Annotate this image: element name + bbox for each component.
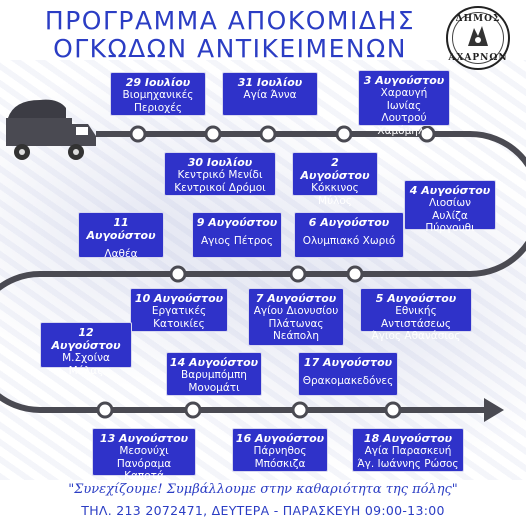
schedule-place: Μεσονύχι Πανόραμα Καποτά xyxy=(116,445,172,482)
page-title-line-1: ΠΡΟΓΡΑΜΜΑ ΑΠΟΚΟΜΙΔΗΣ xyxy=(44,6,416,35)
schedule-card: 6 Αυγούστου Ολυμπιακό Χωριό xyxy=(294,212,404,258)
schedule-place: Εργατικές Κατοικίες xyxy=(151,305,207,330)
stop-marker xyxy=(418,125,436,143)
schedule-date: 4 Αυγούστου xyxy=(409,184,491,197)
schedule-place: Κεντρικό Μενίδι Κεντρικοί Δρόμοι xyxy=(174,169,266,194)
schedule-place: Αγία Παρασκευή Άγ. Ιωάννης Ρώσος xyxy=(357,445,459,470)
seal-ring xyxy=(452,12,504,64)
schedule-card: 14 Αυγούστου Βαρυμπόμπη Μονομάτι xyxy=(166,352,262,396)
seal-emblem-icon xyxy=(468,26,488,46)
schedule-place: Βιομηχανικές Περιοχές xyxy=(122,89,194,114)
schedule-card: 18 Αυγούστου Αγία Παρασκευή Άγ. Ιωάννης … xyxy=(352,428,464,472)
schedule-date: 13 Αυγούστου xyxy=(99,432,189,445)
stop-marker xyxy=(184,401,202,419)
schedule-place: Αγιος Πέτρος xyxy=(200,235,274,247)
schedule-place: Μ.Σχοίνα Μόλας xyxy=(62,352,110,377)
schedule-place: Λιοσίων Αυλίζα Πύργουθι xyxy=(425,197,475,234)
schedule-place: Εθνικής Αντιστάσεως Άγιος Αθανάσιος xyxy=(371,305,461,342)
stop-marker xyxy=(289,265,307,283)
schedule-date: 29 Ιουλίου xyxy=(125,76,191,89)
schedule-card: 31 Ιουλίου Αγία Άννα xyxy=(222,72,318,116)
stop-marker xyxy=(96,401,114,419)
schedule-card: 11 Αυγούστου Λαθέα xyxy=(78,212,164,260)
schedule-card: 29 Ιουλίου Βιομηχανικές Περιοχές xyxy=(110,72,206,116)
schedule-date: 30 Ιουλίου xyxy=(187,156,253,169)
stop-marker xyxy=(346,265,364,283)
schedule-date: 17 Αυγούστου xyxy=(303,356,393,369)
stop-marker xyxy=(204,125,222,143)
seal-bottom-text: ΑΧΑΡΝΩΝ xyxy=(448,53,508,63)
stop-marker xyxy=(335,125,353,143)
schedule-date: 7 Αυγούστου xyxy=(255,292,337,305)
page-title-line-2: ΟΓΚΩΔΩΝ ΑΝΤΙΚΕΙΜΕΝΩΝ xyxy=(53,34,407,63)
schedule-card: 2 Αυγούστου Κόκκινος Μύλος xyxy=(292,152,378,207)
schedule-place: Βαρυμπόμπη Μονομάτι xyxy=(181,369,247,394)
seal-top-text: ΔΗΜΟΣ xyxy=(455,14,501,24)
arrow-head-icon xyxy=(484,398,504,422)
schedule-date: 11 Αυγούστου xyxy=(86,216,156,242)
stop-marker xyxy=(129,125,147,143)
stop-marker xyxy=(384,401,402,419)
schedule-card: 7 Αυγούστου Αγίου Διονυσίου Πλάτωνας Νεά… xyxy=(248,288,344,346)
schedule-date: 10 Αυγούστου xyxy=(134,292,224,305)
municipality-seal-logo: ΔΗΜΟΣ ΑΧΑΡΝΩΝ xyxy=(446,6,510,70)
schedule-place: Αγία Άννα xyxy=(243,89,297,101)
schedule-place: Πάρνηθος Μπόσκιζα xyxy=(253,445,307,470)
schedule-card: 5 Αυγούστου Εθνικής Αντιστάσεως Άγιος Αθ… xyxy=(360,288,472,342)
schedule-date: 5 Αυγούστου xyxy=(375,292,457,305)
slogan-text: "Συνεχίζουμε! Συμβάλλουμε στην καθαριότη… xyxy=(68,482,458,497)
schedule-place: Λαθέα xyxy=(104,248,138,260)
schedule-date: 9 Αυγούστου xyxy=(196,216,278,229)
schedule-place: Χαραυγή Ιωνίας Λουτρού Χαμόμηλο xyxy=(377,87,431,137)
stop-marker xyxy=(169,265,187,283)
schedule-date: 14 Αυγούστου xyxy=(169,356,259,369)
schedule-date: 3 Αυγούστου xyxy=(363,74,445,87)
schedule-card: 10 Αυγούστου Εργατικές Κατοικίες xyxy=(130,288,228,332)
schedule-card: 13 Αυγούστου Μεσονύχι Πανόραμα Καποτά xyxy=(92,428,196,482)
schedule-card: 16 Αυγούστου Πάρνηθος Μπόσκιζα xyxy=(232,428,328,472)
schedule-card: 12 Αυγούστου Μ.Σχοίνα Μόλας xyxy=(40,322,132,377)
schedule-card: 17 Αυγούστου Θρακομακεδόνες xyxy=(298,352,398,396)
schedule-date: 6 Αυγούστου xyxy=(308,216,390,229)
contact-footer: ΤΗΛ. 213 2072471, ΔΕΥΤΕΡΑ - ΠΑΡΑΣΚΕΥΗ 09… xyxy=(81,503,445,518)
schedule-date: 18 Αυγούστου xyxy=(363,432,453,445)
schedule-card: 3 Αυγούστου Χαραυγή Ιωνίας Λουτρού Χαμόμ… xyxy=(358,70,450,137)
schedule-date: 2 Αυγούστου xyxy=(300,156,370,182)
schedule-card: 30 Ιουλίου Κεντρικό Μενίδι Κεντρικοί Δρό… xyxy=(164,152,276,196)
schedule-place: Αγίου Διονυσίου Πλάτωνας Νεάπολη xyxy=(253,305,339,342)
schedule-card: 9 Αυγούστου Αγιος Πέτρος xyxy=(192,212,282,258)
schedule-place: Κόκκινος Μύλος xyxy=(311,182,359,207)
schedule-card: 4 Αυγούστου Λιοσίων Αυλίζα Πύργουθι xyxy=(404,180,496,234)
truck-icon xyxy=(6,99,96,160)
schedule-date: 16 Αυγούστου xyxy=(235,432,325,445)
schedule-place: Ολυμπιακό Χωριό xyxy=(302,235,396,247)
schedule-date: 12 Αυγούστου xyxy=(51,326,121,352)
stop-marker xyxy=(259,125,277,143)
schedule-place: Θρακομακεδόνες xyxy=(302,375,394,387)
schedule-date: 31 Ιουλίου xyxy=(237,76,303,89)
road-path xyxy=(0,131,526,413)
stop-marker xyxy=(291,401,309,419)
